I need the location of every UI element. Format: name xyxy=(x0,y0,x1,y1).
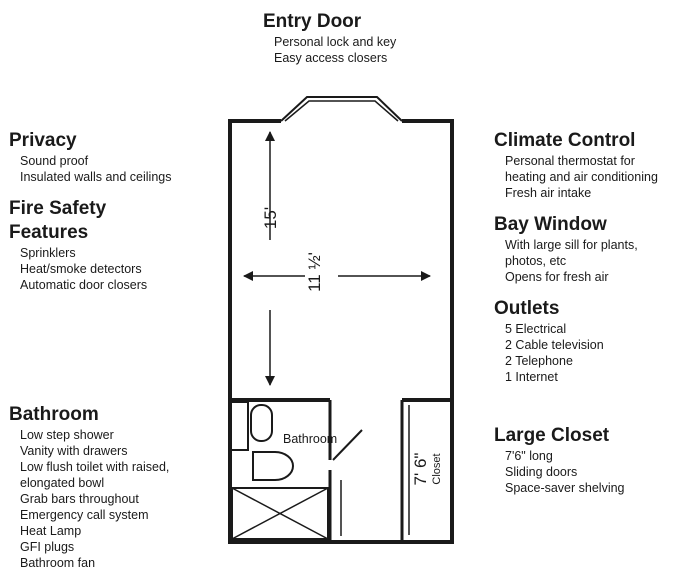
list-item: Sound proof xyxy=(20,154,89,168)
list-item: Insulated walls and ceilings xyxy=(20,170,172,184)
list-item: GFI plugs xyxy=(20,540,75,554)
list-item: Space-saver shelving xyxy=(505,481,625,495)
list-item: 2 Telephone xyxy=(505,354,573,368)
entry-door-section: Entry Door Personal lock and key Easy ac… xyxy=(263,10,396,66)
list-item: 2 Cable television xyxy=(505,338,604,352)
fire-safety-section: Fire Safety Features Sprinklers Heat/smo… xyxy=(9,197,147,293)
outer-wall xyxy=(228,119,454,544)
bathroom-section: Bathroom Low step shower Vanity with dra… xyxy=(9,403,169,571)
list-item: Heat Lamp xyxy=(20,524,82,538)
list-item: heating and air conditioning xyxy=(505,170,658,184)
vanity xyxy=(232,401,249,451)
list-item: Sliding doors xyxy=(505,465,578,479)
list-item: Heat/smoke detectors xyxy=(20,262,142,276)
fire-safety-list: Sprinklers Heat/smoke detectors Automati… xyxy=(9,245,147,293)
bathroom-list: Low step shower Vanity with drawers Low … xyxy=(9,427,169,571)
toilet-bowl xyxy=(252,451,294,481)
climate-control-section: Climate Control Personal thermostat for … xyxy=(494,129,658,201)
list-item: Easy access closers xyxy=(274,51,388,65)
width-dimension-label: 11 ½' xyxy=(305,252,324,292)
list-item: 7'6" long xyxy=(505,449,553,463)
fire-safety-heading-line1: Fire Safety xyxy=(9,198,107,219)
climate-control-list: Personal thermostat for heating and air … xyxy=(494,153,658,201)
length-dimension-label: 15' xyxy=(261,207,280,229)
bathroom-heading: Bathroom xyxy=(9,404,99,425)
bay-window-heading: Bay Window xyxy=(494,214,607,235)
bay-window-inner xyxy=(284,100,399,122)
list-item: With large sill for plants, xyxy=(505,238,638,252)
privacy-heading: Privacy xyxy=(9,130,77,151)
outlets-heading: Outlets xyxy=(494,298,560,319)
bathroom-door xyxy=(332,429,363,461)
large-closet-heading: Large Closet xyxy=(494,425,610,446)
large-closet-list: 7'6" long Sliding doors Space-saver shel… xyxy=(494,448,625,496)
fire-safety-heading-line2: Features xyxy=(9,222,89,243)
bay-window xyxy=(280,96,403,122)
list-item: photos, etc xyxy=(505,254,567,268)
list-item: Low flush toilet with raised, xyxy=(20,460,170,474)
bathroom-plan-label: Bathroom xyxy=(283,432,337,446)
list-item: Vanity with drawers xyxy=(20,444,128,458)
shower xyxy=(231,487,329,540)
list-item: Opens for fresh air xyxy=(505,270,609,284)
privacy-section: Privacy Sound proof Insulated walls and … xyxy=(9,129,171,185)
climate-control-heading: Climate Control xyxy=(494,130,636,151)
closet-plan-label: Closet xyxy=(431,453,443,484)
list-item: Grab bars throughout xyxy=(20,492,139,506)
list-item: elongated bowl xyxy=(20,476,105,490)
bay-window-section: Bay Window With large sill for plants, p… xyxy=(494,213,638,285)
entry-door-heading: Entry Door xyxy=(263,11,362,32)
list-item: 1 Internet xyxy=(505,370,558,384)
list-item: Fresh air intake xyxy=(505,186,592,200)
list-item: Personal thermostat for xyxy=(505,154,635,168)
list-item: 5 Electrical xyxy=(505,322,567,336)
list-item: Automatic door closers xyxy=(20,278,148,292)
list-item: Personal lock and key xyxy=(274,35,397,49)
closet-dimension-label: 7' 6" xyxy=(411,453,430,486)
entry-door-list: Personal lock and key Easy access closer… xyxy=(263,34,396,66)
shower-cross xyxy=(231,487,329,540)
privacy-list: Sound proof Insulated walls and ceilings xyxy=(9,153,171,185)
list-item: Bathroom fan xyxy=(20,556,96,570)
outlets-section: Outlets 5 Electrical 2 Cable television … xyxy=(494,297,604,385)
list-item: Sprinklers xyxy=(20,246,76,260)
list-item: Emergency call system xyxy=(20,508,149,522)
outlets-list: 5 Electrical 2 Cable television 2 Teleph… xyxy=(494,321,604,385)
toilet-tank xyxy=(250,404,273,442)
bay-window-list: With large sill for plants, photos, etc … xyxy=(494,237,638,285)
list-item: Low step shower xyxy=(20,428,114,442)
large-closet-section: Large Closet 7'6" long Sliding doors Spa… xyxy=(494,424,625,496)
